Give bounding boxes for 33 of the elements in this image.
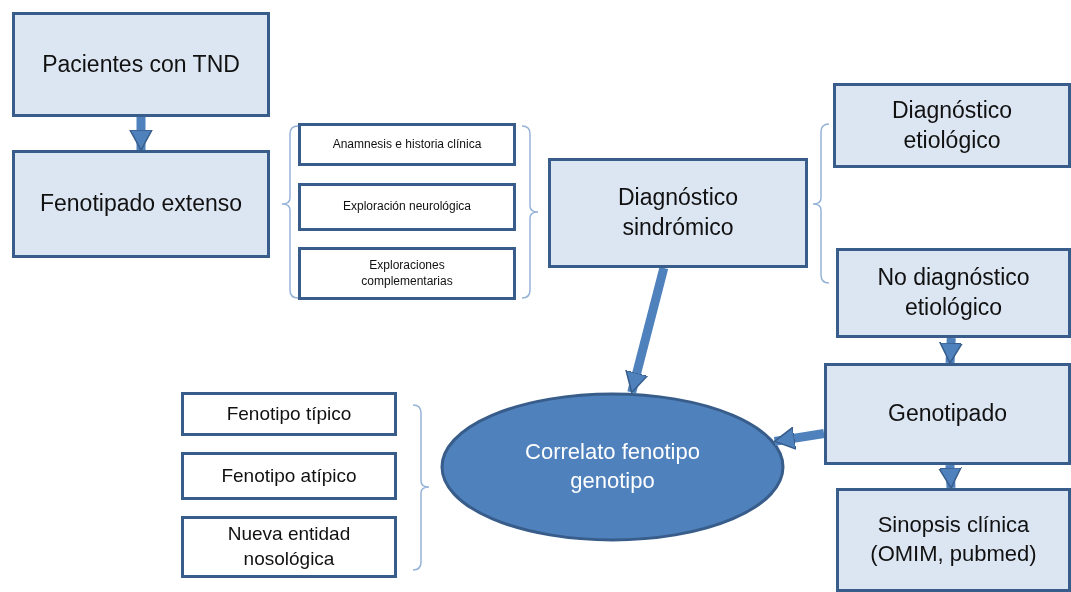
node-text: Exploración neurológica [341,199,473,215]
process-box [298,183,516,231]
arrow [625,266,669,394]
process-box [836,248,1071,338]
process-box [824,363,1071,465]
process-box [12,12,270,117]
node-text: Pacientes con TND [41,49,241,79]
node-text: Fenotipo atípico [220,463,358,488]
node-text: Fenotipado extenso [38,189,243,219]
process-box [181,516,397,578]
node-text: Genotipado [887,399,1008,429]
arrow [129,117,153,151]
node-text: Fenotipo típico [225,401,353,426]
node-text: Nueva entidad nosológica [226,522,352,571]
process-box [833,83,1071,168]
node-text: Exploraciones complementarias [360,257,454,290]
arrow [938,464,962,489]
node-text: Diagnóstico sindrómico [616,183,740,242]
process-box [181,392,397,436]
ellipse-node [440,392,785,542]
arrow [939,337,963,364]
process-box [548,158,808,268]
process-box [298,247,516,300]
process-box [12,150,270,258]
node-text: Anamnesis e historia clínica [331,136,483,153]
node-text: No diagnóstico etiológico [876,263,1031,322]
node-text: Sinopsis clínica (OMIM, pubmed) [869,511,1038,568]
node-text: Correlato fenotipo genotipo [524,438,701,495]
process-box [836,488,1071,592]
node-text: Diagnóstico etiológico [890,95,1014,155]
arrow [773,426,825,450]
process-box [181,452,397,500]
process-box [298,123,516,166]
